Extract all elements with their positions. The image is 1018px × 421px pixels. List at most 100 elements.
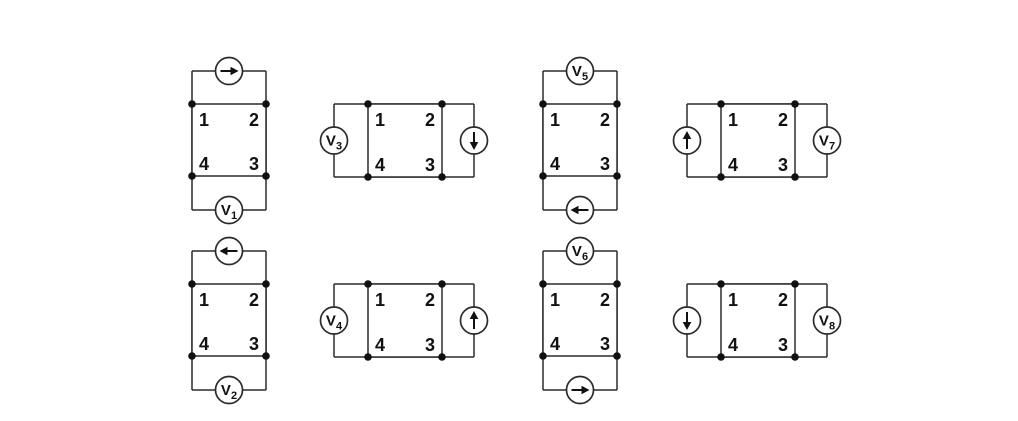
junction-dot xyxy=(791,173,799,181)
voltmeter-label-subscript: 6 xyxy=(582,251,588,263)
circuit-1-drawing: 1 2 4 3V1 xyxy=(188,56,270,225)
voltmeter-label-letter: V xyxy=(326,313,336,330)
junction-dot xyxy=(262,280,270,288)
junction-dot xyxy=(262,172,270,180)
voltmeter-label: V4 xyxy=(326,313,343,333)
junction-dot xyxy=(438,280,446,288)
terminal-label-2: 2 xyxy=(425,290,435,310)
voltmeter-label-letter: V xyxy=(819,313,829,330)
junction-dot xyxy=(364,173,372,181)
voltmeter-label-letter: V xyxy=(572,63,582,80)
junction-dot xyxy=(539,172,547,180)
voltmeter-circle xyxy=(812,126,842,155)
terminal-label-3: 3 xyxy=(600,154,610,174)
junction-dot xyxy=(262,352,270,360)
network-box xyxy=(367,283,443,358)
voltmeter: V7 xyxy=(812,126,842,155)
junction-dot xyxy=(539,100,547,108)
junction-dot xyxy=(364,280,372,288)
voltmeter-label: V1 xyxy=(221,202,237,222)
voltmeter-label-letter: V xyxy=(221,382,231,399)
network-box xyxy=(542,283,618,357)
junction-dot xyxy=(613,280,621,288)
junction-dot xyxy=(717,100,725,108)
junction-dot xyxy=(613,100,621,108)
voltmeter: V4 xyxy=(319,306,349,335)
network-box xyxy=(191,103,267,177)
junction-dot xyxy=(539,352,547,360)
current-source xyxy=(672,306,702,335)
junction-dot xyxy=(188,100,196,108)
terminal-label-4: 4 xyxy=(375,335,385,355)
junction-dot xyxy=(188,172,196,180)
terminal-label-1: 1 xyxy=(199,110,209,130)
arrow-right-icon xyxy=(581,385,590,395)
terminal-label-2: 2 xyxy=(600,290,610,310)
current-source xyxy=(214,236,244,266)
terminal-label-1: 1 xyxy=(375,290,385,310)
junction-dot xyxy=(539,280,547,288)
voltmeter-circle xyxy=(214,195,244,225)
terminal-label-2: 2 xyxy=(249,110,259,130)
arrow-left-icon xyxy=(219,246,228,256)
arrow-left-icon xyxy=(570,205,579,215)
terminal-label-4: 4 xyxy=(199,334,209,354)
junction-dot xyxy=(791,353,799,361)
current-source xyxy=(672,126,702,155)
current-source xyxy=(565,195,595,225)
junction-dot xyxy=(188,280,196,288)
voltmeter-circle xyxy=(319,306,349,335)
network-box xyxy=(720,283,796,358)
terminal-label-3: 3 xyxy=(600,334,610,354)
voltmeter-label-subscript: 7 xyxy=(829,141,835,153)
junction-dot xyxy=(438,173,446,181)
voltmeter-label: V3 xyxy=(326,133,342,153)
junction-dot xyxy=(717,173,725,181)
voltmeter-circle xyxy=(214,375,244,405)
voltmeter-label: V7 xyxy=(819,133,835,153)
current-source xyxy=(459,306,489,335)
voltmeter-circle xyxy=(319,126,349,155)
arrow-up-icon xyxy=(469,311,479,319)
terminal-label-3: 3 xyxy=(425,335,435,355)
voltmeter-label-subscript: 4 xyxy=(336,321,343,333)
arrow-down-icon xyxy=(682,322,692,330)
terminal-label-4: 4 xyxy=(550,334,560,354)
current-source xyxy=(214,56,244,86)
junction-dot xyxy=(717,353,725,361)
terminal-label-4: 4 xyxy=(375,155,385,175)
voltmeter-circle xyxy=(812,306,842,335)
terminal-label-1: 1 xyxy=(375,110,385,130)
network-box xyxy=(720,103,796,178)
terminal-label-4: 4 xyxy=(728,335,738,355)
voltmeter: V6 xyxy=(565,236,595,266)
terminal-label-1: 1 xyxy=(728,110,738,130)
terminal-label-1: 1 xyxy=(550,110,560,130)
terminal-label-4: 4 xyxy=(199,154,209,174)
voltmeter-label: V8 xyxy=(819,313,835,333)
junction-dot xyxy=(613,352,621,360)
terminal-label-2: 2 xyxy=(425,110,435,130)
terminal-label-4: 4 xyxy=(550,154,560,174)
voltmeter-label-letter: V xyxy=(572,243,582,260)
terminal-label-3: 3 xyxy=(778,335,788,355)
terminal-label-1: 1 xyxy=(199,290,209,310)
voltmeter-circle xyxy=(565,236,595,266)
terminal-label-2: 2 xyxy=(600,110,610,130)
junction-dot xyxy=(364,100,372,108)
voltmeter: V8 xyxy=(812,306,842,335)
voltmeter-circle xyxy=(565,56,595,86)
terminal-label-3: 3 xyxy=(249,154,259,174)
voltmeter-label: V2 xyxy=(221,382,237,402)
current-source xyxy=(565,375,595,405)
